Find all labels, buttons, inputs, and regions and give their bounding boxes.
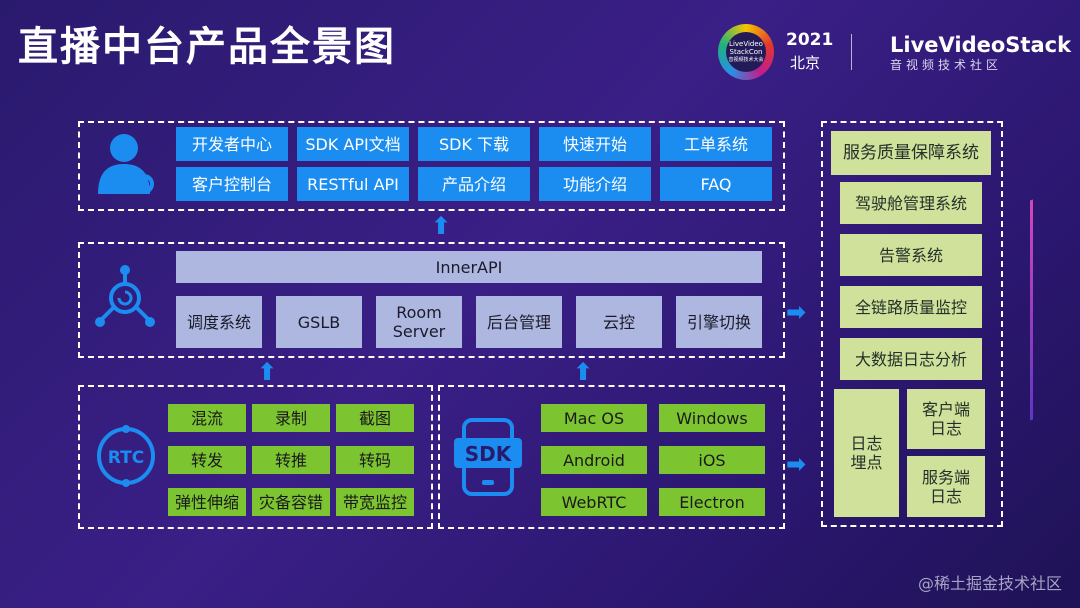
quality-item: 告警系统 [840, 234, 982, 276]
header-divider [851, 34, 852, 70]
event-year: 2021 [786, 30, 834, 50]
page-title: 直播中台产品全景图 [18, 24, 396, 70]
developer-user-icon [98, 134, 154, 194]
scheduler-hub-icon [95, 265, 155, 327]
core-module: 调度系统 [176, 296, 262, 348]
event-logo: LiveVideo StackCon 音视频技术大会 [718, 24, 774, 80]
portal-item: 产品介绍 [418, 167, 530, 201]
sdk-platform: WebRTC [541, 488, 647, 516]
sdk-platform: Windows [659, 404, 765, 432]
rtc-section [78, 385, 433, 529]
sdk-platform: Mac OS [541, 404, 647, 432]
arrow-right-icon: ➡ [786, 450, 807, 478]
portal-item: SDK API文档 [297, 127, 409, 161]
arrow-up-icon: ⬆ [573, 358, 594, 386]
rtc-icon-label: RTC [108, 448, 144, 468]
portal-item: 开发者中心 [176, 127, 288, 161]
rtc-feature: 转推 [252, 446, 330, 474]
event-city: 北京 [790, 54, 821, 72]
logo-text-2: StackCon [729, 48, 763, 56]
rtc-feature: 带宽监控 [336, 488, 414, 516]
rtc-icon: RTC [97, 425, 155, 487]
sdk-icon-label: SDK [465, 442, 513, 466]
logo-text-3: 音视频技术大会 [728, 57, 764, 63]
portal-item: FAQ [660, 167, 772, 201]
rtc-feature: 灾备容错 [252, 488, 330, 516]
portal-item: 快速开始 [539, 127, 651, 161]
sdk-platform: Android [541, 446, 647, 474]
core-module: Room Server [376, 296, 462, 348]
rtc-feature: 弹性伸缩 [168, 488, 246, 516]
quality-system-title: 服务质量保障系统 [831, 131, 991, 175]
server-log-box: 服务端 日志 [907, 456, 985, 517]
core-module: 云控 [576, 296, 662, 348]
sdk-section [438, 385, 785, 529]
brand-subtitle: 音视频技术社区 [890, 58, 1003, 72]
rtc-feature: 混流 [168, 404, 246, 432]
sdk-platform: iOS [659, 446, 765, 474]
arrow-up-icon: ⬆ [431, 212, 452, 240]
inner-api-bar: InnerAPI [176, 251, 762, 283]
core-module: 后台管理 [476, 296, 562, 348]
brand-name: LiveVideoStack [890, 33, 1072, 57]
core-module: GSLB [276, 296, 362, 348]
sdk-platform: Electron [659, 488, 765, 516]
client-log-box: 客户端 日志 [907, 389, 985, 449]
core-section [78, 242, 785, 358]
decorative-stripe [1030, 199, 1033, 421]
quality-item: 全链路质量监控 [840, 286, 982, 328]
quality-section [821, 121, 1003, 527]
portal-item: RESTful API [297, 167, 409, 201]
portal-item: 工单系统 [660, 127, 772, 161]
quality-item: 大数据日志分析 [840, 338, 982, 380]
logo-text-1: LiveVideo [729, 40, 763, 48]
portal-item: 客户控制台 [176, 167, 288, 201]
rtc-feature: 录制 [252, 404, 330, 432]
portal-item: SDK 下载 [418, 127, 530, 161]
log-point-box: 日志 埋点 [834, 389, 899, 517]
sdk-device-icon: SDK [454, 418, 522, 496]
arrow-up-icon: ⬆ [257, 358, 278, 386]
portal-item: 功能介绍 [539, 167, 651, 201]
rtc-feature: 截图 [336, 404, 414, 432]
quality-item: 驾驶舱管理系统 [840, 182, 982, 224]
arrow-right-icon: ➡ [786, 298, 807, 326]
rtc-feature: 转发 [168, 446, 246, 474]
portal-section [78, 121, 785, 211]
watermark: @稀土掘金技术社区 [917, 574, 1062, 593]
core-module: 引擎切换 [676, 296, 762, 348]
rtc-feature: 转码 [336, 446, 414, 474]
